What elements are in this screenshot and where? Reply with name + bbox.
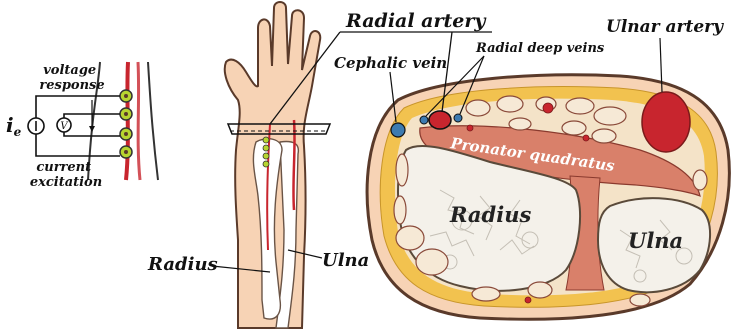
artery-line (126, 62, 128, 180)
wrist-cross-section: Radial artery Radial deep veins Ulnar ar… (270, 10, 729, 319)
radius-arm-label: Radius (147, 254, 218, 275)
ulna-arm-label: Ulna (322, 250, 369, 271)
voltage-response-label: voltage response (39, 63, 104, 93)
electrode-schematic: V voltage response current excitation ie (6, 62, 158, 190)
current-source-label: ie (6, 113, 22, 139)
radial-deep-vein-1 (420, 116, 428, 124)
cephalic-vein-label: Cephalic vein (334, 54, 447, 72)
ulnar-artery-label: Ulnar artery (606, 17, 724, 37)
radial-deep-veins-label: Radial deep veins (475, 41, 605, 56)
forearm-illustration: Radius Ulna (147, 2, 369, 328)
ulnar-artery-vessel (642, 92, 690, 152)
wrist-electrode (263, 137, 269, 143)
radial-artery-label: Radial artery (345, 10, 487, 32)
outer-circuit-wire (36, 96, 120, 156)
vein-line (138, 62, 140, 180)
ulna-section-label: Ulna (628, 228, 683, 253)
skin-outline-right (148, 62, 158, 180)
cephalic-vein-vessel (391, 123, 405, 137)
radial-deep-vein-2 (454, 114, 462, 122)
radius-section-label: Radius (449, 202, 531, 227)
radial-artery-vessel (429, 111, 451, 129)
current-excitation-label: current excitation (30, 160, 102, 190)
